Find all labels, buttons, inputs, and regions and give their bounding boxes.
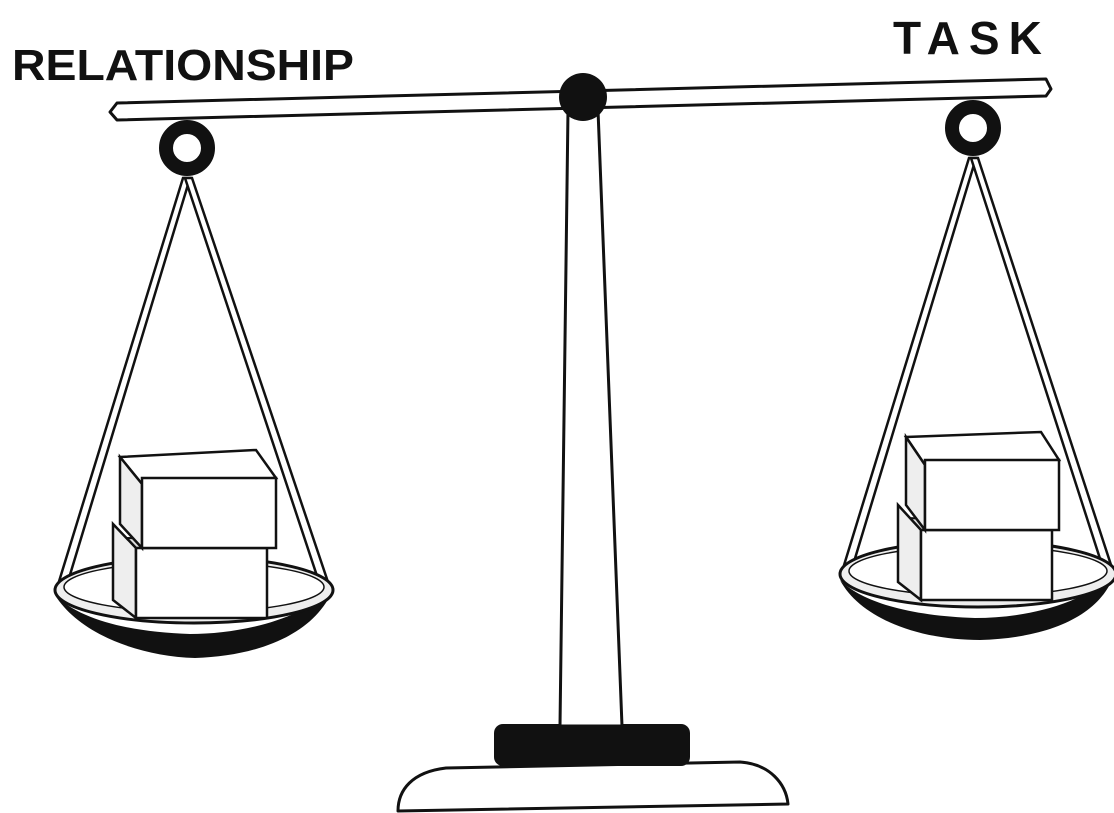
right-hanger-ring bbox=[952, 107, 994, 149]
left-pan-assembly bbox=[55, 127, 333, 658]
right-pan-assembly bbox=[840, 107, 1114, 640]
right-box-top bbox=[906, 432, 1059, 530]
left-hanger-ring bbox=[166, 127, 208, 169]
pivot-knob bbox=[559, 73, 607, 121]
left-box-top bbox=[120, 450, 276, 548]
task-label: TASK bbox=[893, 12, 1051, 64]
relationship-label: RELATIONSHIP bbox=[12, 41, 354, 90]
base-block bbox=[494, 724, 690, 766]
stand-column bbox=[560, 110, 622, 726]
scale-base bbox=[398, 724, 788, 811]
